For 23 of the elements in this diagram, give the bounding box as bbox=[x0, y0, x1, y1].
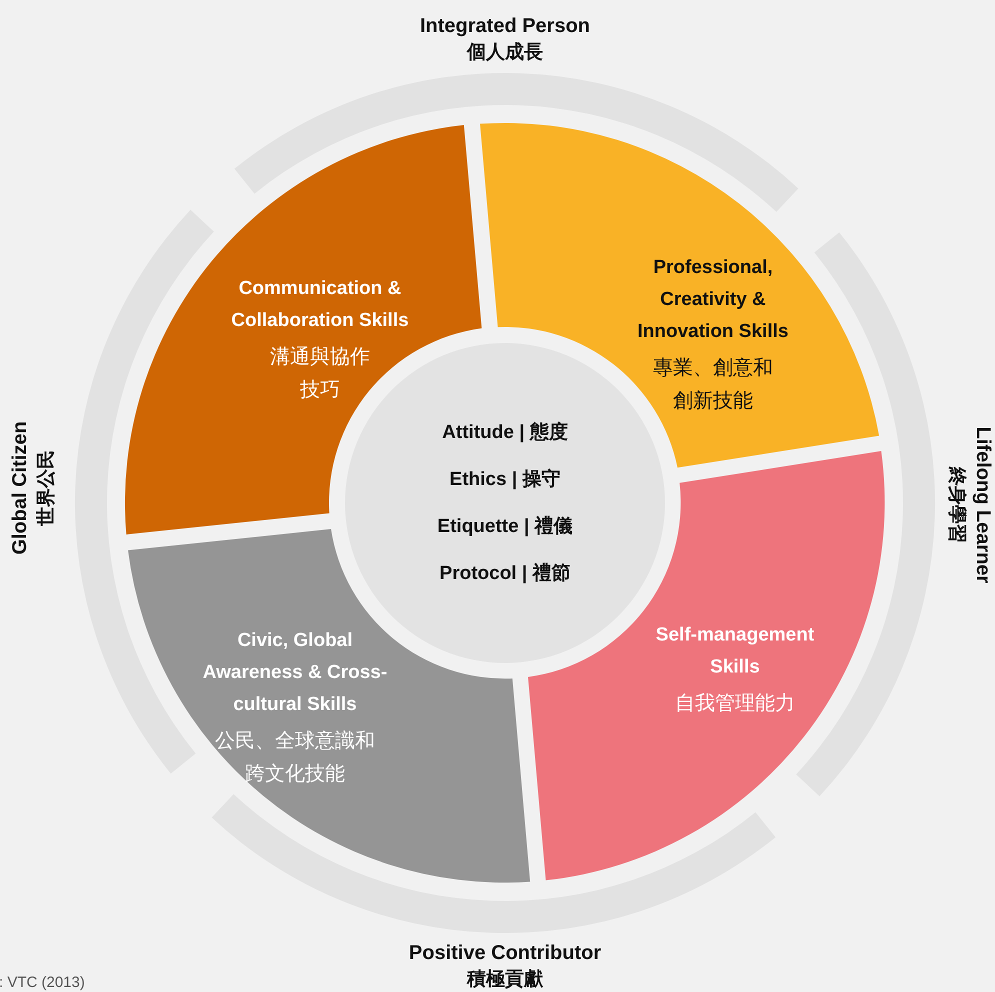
ring-segment bbox=[212, 794, 776, 933]
core-value: Ethics | 操守 bbox=[450, 468, 560, 492]
core-value: Attitude | 態度 bbox=[442, 420, 568, 445]
source-note: : VTC (2013) bbox=[0, 974, 85, 991]
core-value: Etiquette | 禮儀 bbox=[437, 514, 573, 539]
outcome-title: Global Citizen bbox=[8, 421, 32, 555]
skill-title-chinese: 溝通與協作技巧 bbox=[270, 344, 370, 403]
skill-title: Professional, Creativity & Innovation Skills bbox=[636, 256, 790, 344]
outcome-title: Lifelong Learner bbox=[971, 426, 995, 584]
outcome-title-chinese: 終身學習 bbox=[945, 467, 968, 543]
core-value: Protocol | 禮節 bbox=[440, 562, 570, 586]
ring-segment bbox=[234, 73, 798, 212]
skill-title-chinese: 自我管理能力 bbox=[674, 691, 795, 716]
skill-title: Self-management Skills bbox=[654, 623, 816, 680]
outcome-title: Positive Contributor bbox=[408, 941, 602, 966]
skill-title-chinese: 專業、創意和創新技能 bbox=[652, 356, 773, 414]
outcome-title-chinese: 個人成長 bbox=[467, 41, 543, 65]
skill-title-chinese: 公民、全球意識和跨文化技能 bbox=[214, 728, 375, 787]
skill-title: Civic, Global Awareness & Cross-cultural Skills bbox=[202, 628, 388, 717]
skill-title: Communication & Collaboration Skills bbox=[230, 276, 410, 333]
outcome-title: Integrated Person bbox=[420, 14, 590, 39]
outcome-title-chinese: 積極貢獻 bbox=[467, 968, 543, 992]
outcome-title-chinese: 世界公民 bbox=[35, 450, 58, 526]
